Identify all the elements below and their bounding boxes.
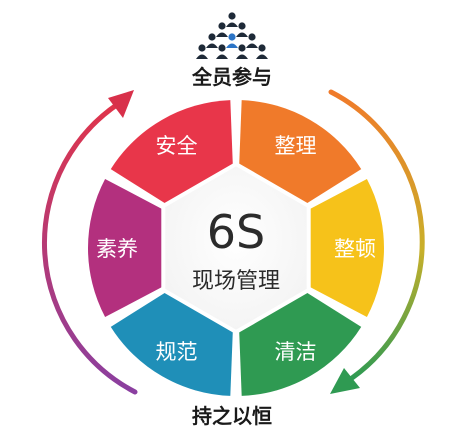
person-head-icon bbox=[238, 44, 246, 52]
person-body-icon bbox=[246, 43, 258, 48]
segment-label-safety: 安全 bbox=[156, 134, 198, 158]
people-group-icon bbox=[196, 12, 268, 59]
person-head-icon bbox=[218, 44, 226, 52]
person-head-icon bbox=[238, 22, 246, 30]
left-arrowhead-icon bbox=[108, 90, 134, 118]
person-body-icon bbox=[236, 32, 248, 37]
segment-shitsuke bbox=[88, 178, 164, 318]
segment-label-seiton: 整顿 bbox=[334, 237, 376, 261]
top-caption: 全员参与 bbox=[191, 65, 272, 89]
person-body-icon bbox=[216, 32, 228, 37]
person-body-icon bbox=[206, 43, 218, 48]
right-cycle-arrow-icon bbox=[328, 89, 425, 381]
segment-safety bbox=[110, 100, 233, 205]
person-head-icon bbox=[248, 33, 256, 41]
person-body-icon bbox=[256, 54, 268, 59]
segment-label-seiri: 整理 bbox=[275, 134, 317, 158]
segment-standard bbox=[110, 291, 233, 396]
left-cycle-arrow-icon bbox=[42, 101, 138, 395]
person-head-icon bbox=[208, 33, 216, 41]
center-hexagon bbox=[161, 161, 311, 335]
person-head-icon bbox=[218, 22, 226, 30]
person-body-icon bbox=[226, 43, 238, 48]
person-body-icon bbox=[236, 54, 248, 59]
right-arrowhead-icon bbox=[330, 368, 360, 394]
segment-seiketsu bbox=[239, 291, 362, 396]
person-head-icon bbox=[228, 33, 236, 41]
person-head-icon bbox=[198, 44, 206, 52]
person-body-icon bbox=[196, 54, 208, 59]
segment-label-seiketsu: 清洁 bbox=[275, 340, 317, 364]
segment-label-standard: 规范 bbox=[156, 340, 198, 364]
center-subtitle: 现场管理 bbox=[192, 269, 280, 294]
segment-label-shitsuke: 素养 bbox=[96, 237, 138, 261]
person-body-icon bbox=[226, 22, 238, 27]
bottom-caption: 持之以恒 bbox=[192, 404, 272, 428]
person-head-icon bbox=[228, 12, 236, 20]
center-title: 6S bbox=[207, 205, 265, 259]
cycle-arrows bbox=[42, 89, 425, 395]
person-head-icon bbox=[258, 44, 266, 52]
person-body-icon bbox=[216, 54, 228, 59]
segment-seiri bbox=[239, 100, 362, 205]
segment-seiton bbox=[308, 178, 385, 318]
